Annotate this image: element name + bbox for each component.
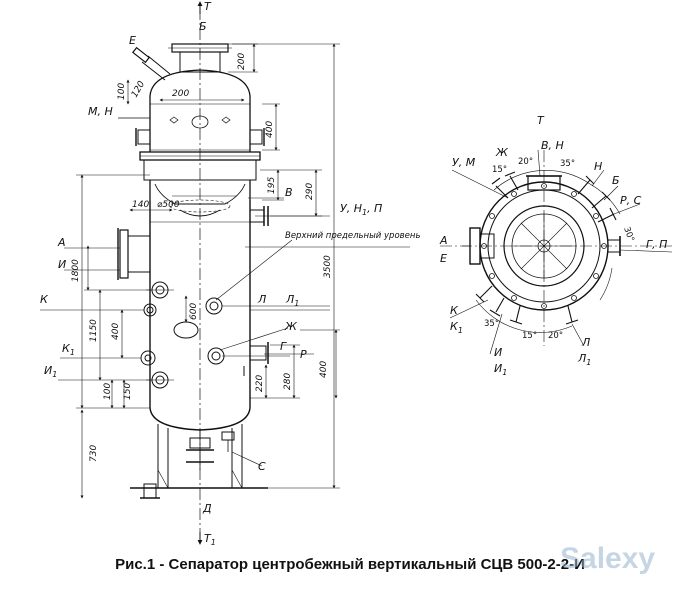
dim-100: 100 bbox=[117, 83, 127, 100]
label-b-top: Б bbox=[199, 20, 207, 33]
top-label-a: А bbox=[439, 234, 448, 247]
label-i1: И1 bbox=[44, 364, 57, 379]
upper-dome bbox=[149, 69, 251, 97]
dim-1150: 1150 bbox=[89, 319, 99, 342]
nozzle-m bbox=[137, 129, 151, 145]
top-label-zh: Ж bbox=[495, 146, 509, 159]
dim-400-right: 400 bbox=[319, 361, 329, 378]
nozzle-n bbox=[249, 129, 263, 145]
label-e: Е bbox=[129, 34, 136, 47]
label-l1: Л1 bbox=[285, 293, 299, 308]
top-label-i1: И1 bbox=[494, 362, 507, 377]
dim-280: 280 bbox=[283, 373, 293, 390]
angle-30: 30° bbox=[621, 226, 636, 244]
label-unp: У, Н1, П bbox=[340, 202, 382, 217]
dim-500: ⌀500 bbox=[157, 200, 180, 210]
angle-arcs bbox=[475, 170, 621, 333]
support-legs bbox=[130, 424, 268, 499]
label-zh: Ж bbox=[284, 320, 298, 333]
port-l bbox=[205, 297, 223, 315]
top-label-vn: В, Н bbox=[541, 139, 564, 152]
dimension-lines bbox=[40, 43, 410, 499]
top-view-title: Т bbox=[537, 114, 545, 127]
label-l: Л bbox=[257, 293, 266, 306]
label-i: И bbox=[58, 258, 66, 271]
inner-body-circle bbox=[503, 205, 585, 287]
top-label-l1: Л1 bbox=[577, 352, 591, 367]
port-g bbox=[243, 342, 269, 376]
label-d: Д bbox=[202, 502, 212, 515]
top-view bbox=[440, 149, 673, 355]
dim-100-bottom: 100 bbox=[103, 383, 113, 400]
salexy-watermark: Salexy bbox=[560, 542, 656, 575]
dim-400-top: 400 bbox=[265, 121, 275, 138]
bottom-nozzles bbox=[186, 430, 235, 470]
port-zh bbox=[207, 347, 225, 365]
label-k: К bbox=[40, 293, 49, 306]
dim-290: 290 bbox=[305, 183, 315, 200]
nozzle-e bbox=[132, 46, 171, 81]
dim-3500: 3500 bbox=[323, 255, 333, 278]
radial-nozzles bbox=[475, 171, 617, 325]
dim-200-top: 200 bbox=[237, 53, 247, 70]
top-label-rs: Р, С bbox=[620, 194, 642, 207]
top-label-l: Л bbox=[581, 336, 590, 349]
dim-1800: 1800 bbox=[71, 259, 81, 282]
label-t1: Т1 bbox=[204, 532, 216, 545]
bolt-holes bbox=[481, 183, 607, 309]
angle-35-bottom: 35° bbox=[484, 319, 499, 329]
top-label-k: К bbox=[450, 304, 459, 317]
top-nozzle-gp bbox=[607, 236, 621, 256]
label-mn: М, Н bbox=[88, 105, 113, 118]
dim-400-left: 400 bbox=[111, 323, 121, 340]
inner-cone bbox=[154, 183, 246, 205]
top-neck bbox=[179, 51, 221, 73]
top-label-b: Б bbox=[612, 174, 620, 187]
nozzle-a bbox=[117, 228, 151, 280]
label-t-top: T bbox=[204, 0, 212, 13]
label-k1: К1 bbox=[62, 342, 75, 357]
top-label-k1: К1 bbox=[450, 320, 463, 335]
angle-15-bottom: 15° bbox=[522, 331, 537, 341]
dim-120: 120 bbox=[130, 79, 147, 99]
dim-150: 150 bbox=[123, 383, 133, 400]
top-view-labels: Т В, Н У, М Ж Н Б Р, С А Е Г, П К К1 И И… bbox=[439, 114, 667, 377]
angle-15-top: 15° bbox=[492, 165, 507, 175]
dim-220: 220 bbox=[255, 375, 265, 392]
front-view-labels: T Б Е М, Н В У, Н1, П Верхний предельный… bbox=[40, 0, 420, 545]
dim-600: 600 bbox=[189, 303, 199, 320]
dim-195: 195 bbox=[267, 177, 277, 194]
label-g: Г bbox=[280, 340, 287, 353]
top-label-e: Е bbox=[440, 252, 447, 265]
dim-140: 140 bbox=[132, 200, 149, 210]
top-label-n: Н bbox=[594, 160, 602, 173]
front-view bbox=[40, 1, 410, 545]
label-r: Р bbox=[300, 348, 307, 361]
upper-level-note: Верхний предельный уровень bbox=[285, 231, 420, 241]
figure-caption: Рис.1 - Сепаратор центробежный вертикаль… bbox=[115, 556, 585, 573]
technical-drawing: T Б Е М, Н В У, Н1, П Верхний предельный… bbox=[40, 0, 673, 545]
label-v: В bbox=[285, 186, 293, 199]
angle-20-top: 20° bbox=[518, 157, 533, 167]
top-label-um: У, М bbox=[452, 156, 476, 169]
top-label-gp: Г, П bbox=[646, 238, 667, 251]
top-label-i: И bbox=[494, 346, 502, 359]
port-k1 bbox=[140, 350, 156, 366]
angle-20-bottom: 20° bbox=[548, 331, 563, 341]
label-a: А bbox=[57, 236, 66, 249]
label-s: С bbox=[258, 460, 266, 473]
angle-35-top: 35° bbox=[560, 159, 575, 169]
dim-200-mid: 200 bbox=[172, 89, 189, 99]
dim-730: 730 bbox=[89, 445, 99, 462]
manhole bbox=[173, 321, 199, 339]
